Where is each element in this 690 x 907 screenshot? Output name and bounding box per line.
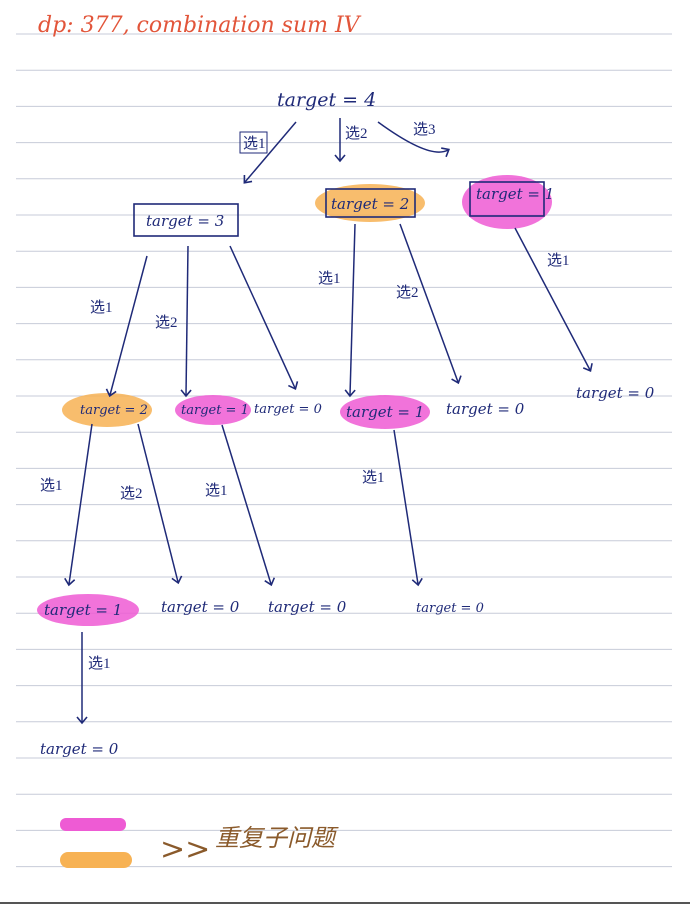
edge-label-t3-1: 选1 bbox=[90, 299, 113, 316]
node-l3-target-0c: target = 0 bbox=[416, 601, 484, 616]
edge-label-t2-1: 选1 bbox=[318, 270, 341, 287]
node-l2-target-1a: target = 1 bbox=[181, 403, 249, 418]
highlights bbox=[37, 175, 552, 626]
node-box-target-3 bbox=[133, 203, 239, 237]
edge-l2d-to-l3d bbox=[393, 429, 423, 587]
edge-label-l2b-1: 选1 bbox=[205, 482, 228, 499]
edge-label-t3-2: 选2 bbox=[155, 314, 178, 331]
node-l1-target-3: target = 3 bbox=[146, 212, 224, 230]
edge-l2b-to-l3c bbox=[221, 424, 276, 587]
edge-t1-to-l2f bbox=[514, 227, 593, 372]
node-l2-target-0a: target = 0 bbox=[254, 402, 322, 417]
node-l2-target-0b: target = 0 bbox=[446, 400, 525, 418]
node-l3-target-0b: target = 0 bbox=[268, 598, 347, 616]
edge-label-root-2: 选2 bbox=[345, 125, 368, 142]
legend-pink-swatch bbox=[60, 818, 126, 831]
node-l1-target-1: target = 1 bbox=[476, 185, 554, 203]
pink-highlight-target-1-mid-b bbox=[340, 395, 430, 429]
edge-label-l2a-2: 选2 bbox=[120, 485, 143, 502]
edge-t2-to-l2e bbox=[399, 223, 462, 385]
node-l2-target-0c: target = 0 bbox=[576, 384, 655, 402]
edge-label-l3a-1: 选1 bbox=[88, 655, 111, 672]
node-l2-target-1b: target = 1 bbox=[346, 403, 424, 421]
edge-l2a-to-l3b bbox=[137, 423, 183, 585]
edge-t2-to-l2d bbox=[344, 223, 356, 398]
node-box-target-1 bbox=[469, 181, 545, 217]
node-l2-target-2a: target = 2 bbox=[80, 403, 148, 418]
pink-highlight-target-1-low bbox=[37, 594, 139, 626]
legend: >> 重复子问题 bbox=[60, 818, 339, 868]
pink-highlight-target-1-mid-a bbox=[175, 395, 251, 425]
node-l4-target-0: target = 0 bbox=[40, 740, 119, 758]
node-l3-target-1: target = 1 bbox=[44, 601, 122, 619]
node-l1-target-2: target = 2 bbox=[331, 195, 409, 213]
legend-orange-swatch bbox=[60, 852, 132, 868]
edge-label-t1-1: 选1 bbox=[547, 252, 570, 269]
edge-label-root-3: 选3 bbox=[413, 121, 436, 138]
edge-t3-to-l2a bbox=[105, 255, 148, 398]
node-l3-target-0a: target = 0 bbox=[161, 598, 240, 616]
edge-l2a-to-l3a bbox=[64, 423, 93, 587]
legend-text: 重复子问题 bbox=[215, 824, 339, 852]
edge-label-t2-2: 选2 bbox=[396, 284, 419, 301]
orange-highlight-target-2-top bbox=[315, 184, 425, 222]
edge-root-to-t3 bbox=[243, 121, 297, 184]
edge-label-l2a-1: 选1 bbox=[40, 477, 63, 494]
legend-arrow: >> bbox=[160, 832, 210, 867]
node-root: target = 4 bbox=[277, 89, 376, 111]
page-title: dp: 377, combination sum IV bbox=[38, 13, 362, 38]
edge-root-to-t1 bbox=[377, 121, 450, 158]
edge-label-root-1: 选1 bbox=[243, 135, 266, 152]
node-box-target-2 bbox=[325, 188, 416, 218]
orange-highlight-target-2-mid bbox=[62, 393, 152, 427]
tree-edges bbox=[64, 118, 593, 725]
edge-label-l2d-1: 选1 bbox=[362, 469, 385, 486]
edge-t3-to-l2c bbox=[229, 245, 299, 391]
edge-t3-to-l2b bbox=[180, 245, 192, 398]
